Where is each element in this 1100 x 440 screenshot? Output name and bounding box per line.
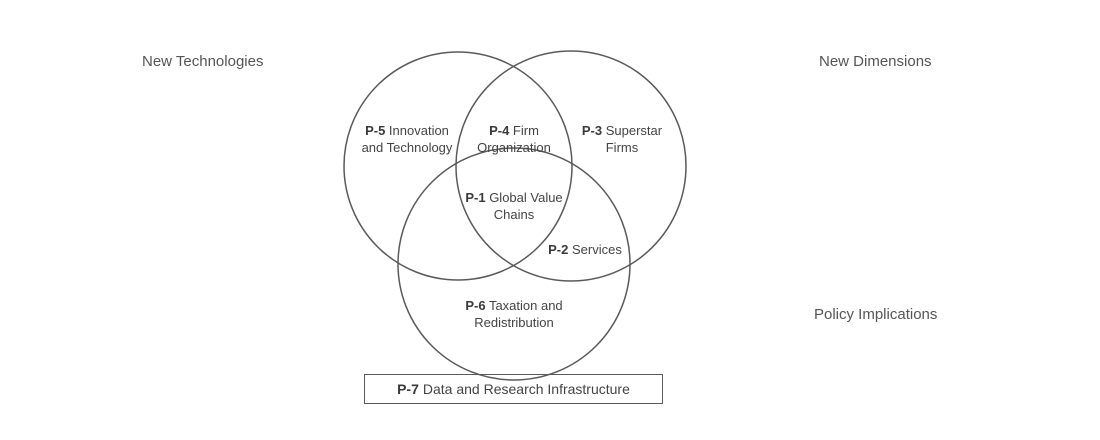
- circle-new-technologies: [343, 51, 573, 281]
- region-text: Taxation and: [488, 298, 563, 313]
- region-text: Chains: [493, 207, 535, 222]
- label-policy-implications: Policy Implications: [814, 306, 938, 323]
- region-text: Redistribution: [474, 315, 554, 330]
- label-new-technologies: New Technologies: [142, 53, 264, 70]
- region-code: P-3: [581, 123, 603, 138]
- region-text: Organization: [477, 140, 551, 155]
- label-new-dimensions: New Dimensions: [819, 53, 932, 70]
- region-text: Firms: [605, 140, 639, 155]
- region-code: P-5: [365, 123, 386, 138]
- region-code: P-6: [465, 298, 486, 313]
- infrastructure-box: P-7 Data and Research Infrastructure: [364, 374, 663, 404]
- region-code: P-4: [489, 123, 510, 138]
- infrastructure-text: Data and Research Infrastructure: [422, 381, 630, 397]
- region-text: Global Value: [489, 190, 563, 205]
- region-code: P-1: [465, 190, 486, 205]
- region-text: Firm: [512, 123, 539, 138]
- region-p3-superstar-firms: P-3 Superstar Firms: [582, 122, 662, 156]
- region-p4-firm-organization: P-4 Firm Organization: [477, 122, 551, 156]
- infrastructure-code: P-7: [397, 381, 419, 397]
- region-text: Services: [572, 242, 622, 257]
- region-p5-innovation: P-5 Innovation and Technology: [362, 122, 453, 156]
- region-p1-global-value-chains: P-1 Global Value Chains: [465, 189, 562, 223]
- region-p6-taxation: P-6 Taxation and Redistribution: [465, 297, 562, 331]
- region-text: and Technology: [361, 140, 453, 155]
- region-code: P-2: [548, 242, 569, 257]
- region-text: Innovation: [388, 123, 449, 138]
- circle-policy-implications: [397, 147, 631, 381]
- circle-new-dimensions: [455, 50, 687, 282]
- region-text: Superstar: [605, 123, 663, 138]
- region-p2-services: P-2 Services: [548, 241, 622, 258]
